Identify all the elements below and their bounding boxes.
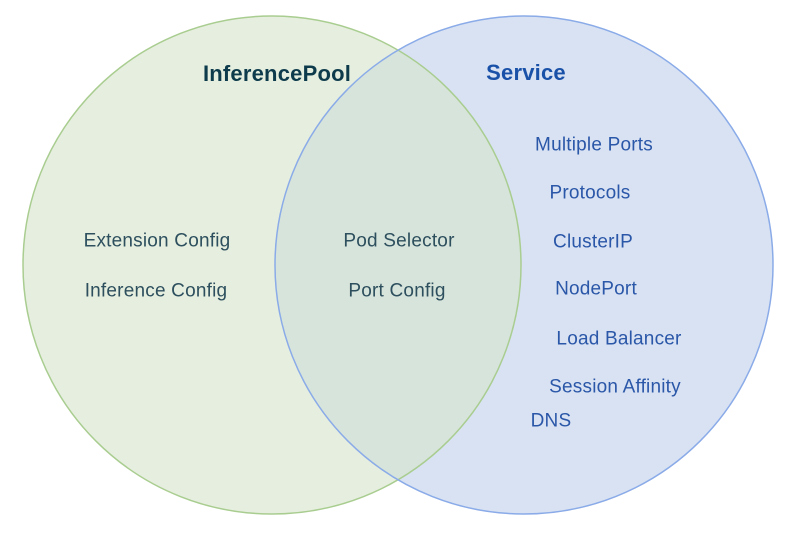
inferencepool-title: InferencePool (202, 61, 352, 86)
right-item-multiple-ports: Multiple Ports (535, 134, 653, 156)
service-circle-outline (274, 15, 774, 515)
right-item-protocols: Protocols (549, 182, 631, 204)
service-title: Service (486, 60, 566, 85)
left-item-extension-config: Extension Config (83, 230, 231, 252)
right-item-load-balancer: Load Balancer (556, 328, 682, 350)
intersection-item-pod-selector: Pod Selector (343, 230, 455, 252)
left-item-inference-config: Inference Config (84, 280, 228, 302)
overlap-region (275, 16, 521, 514)
inferencepool-circle-outline (22, 15, 522, 515)
right-item-session-affinity: Session Affinity (549, 376, 681, 398)
intersection-item-port-config: Port Config (348, 280, 446, 302)
right-item-dns: DNS (530, 410, 572, 432)
right-item-clusterip: ClusterIP (553, 231, 633, 253)
right-item-nodeport: NodePort (555, 278, 637, 300)
